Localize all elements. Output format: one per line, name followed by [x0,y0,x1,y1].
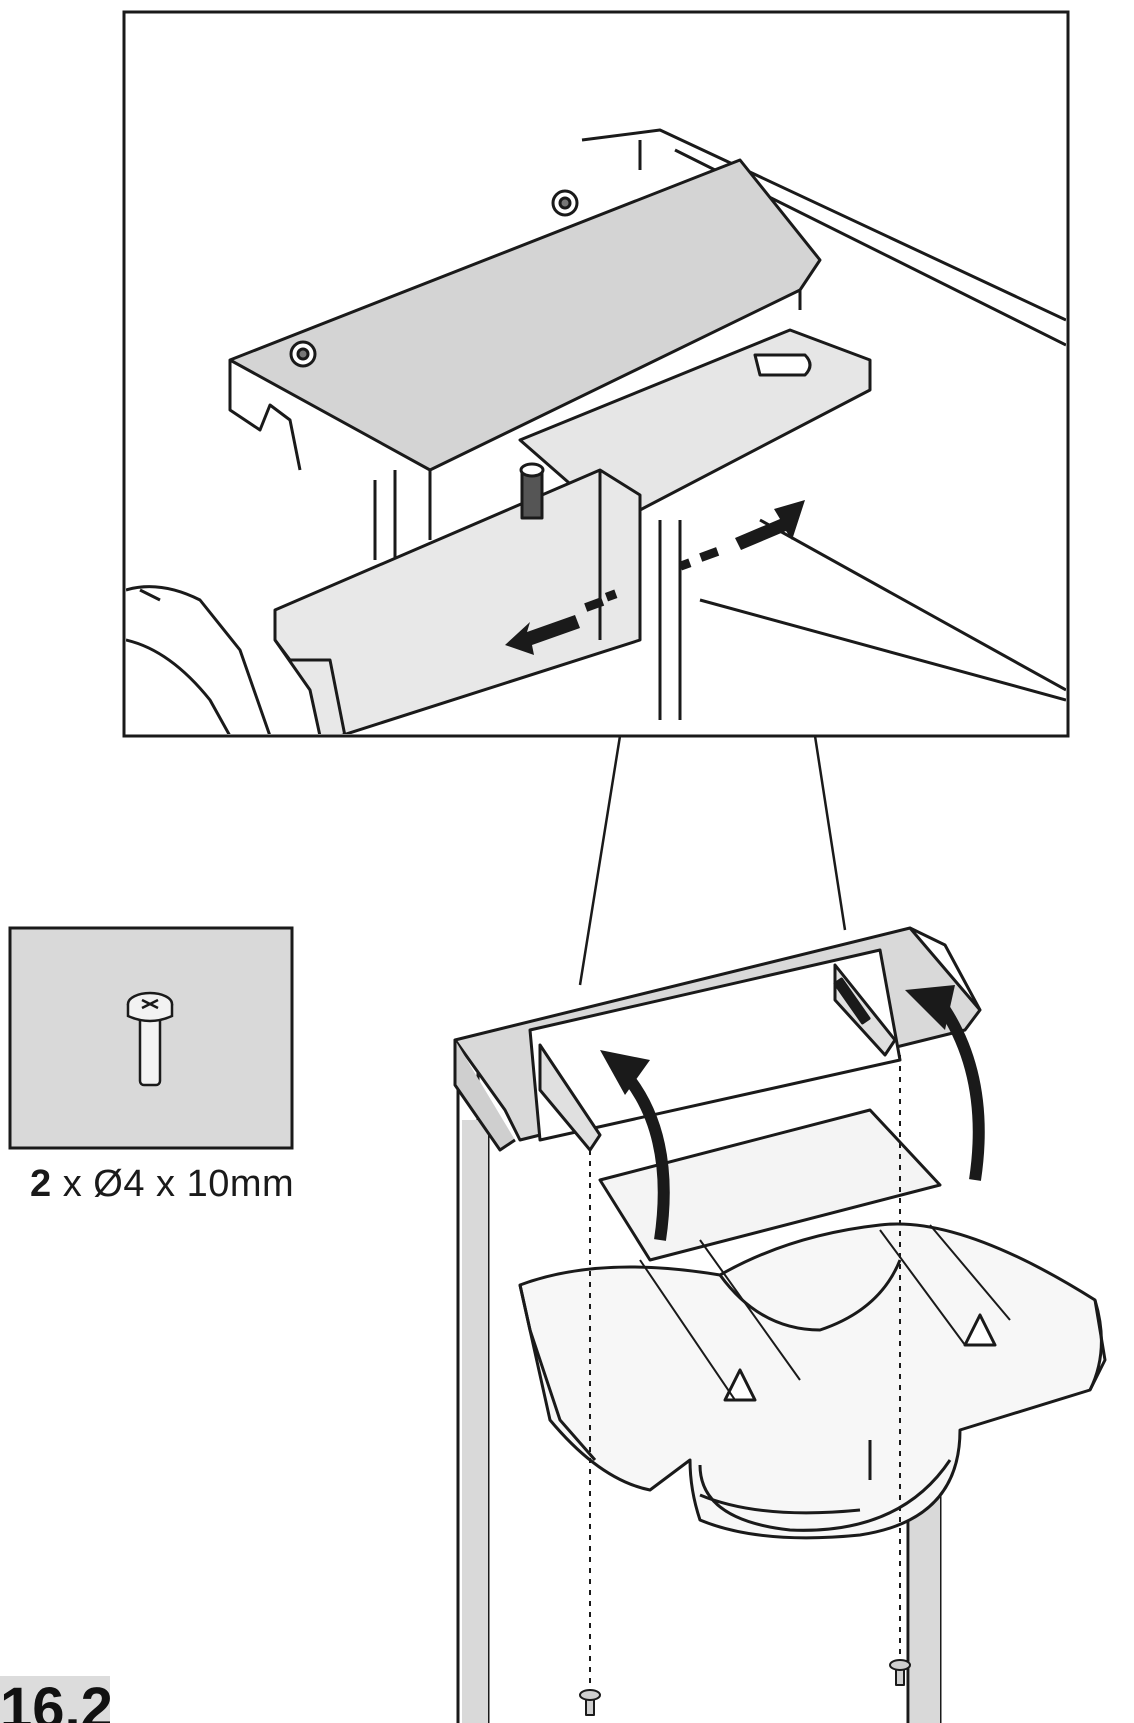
curved-arrow-icon [939,1006,985,1181]
screw-icon [579,1659,911,1716]
slide-arrows [505,500,805,655]
main-assembly [453,926,1107,1723]
bracket-plate [228,158,822,472]
step-number-box: 16.2 [0,1676,110,1723]
curved-arrow-icon [625,1076,670,1241]
double-arrow-icon [505,615,580,655]
screw-quantity: 2 [30,1163,52,1205]
y-duct [518,1222,1103,1540]
screw-icon [126,991,174,1087]
detail-panel [122,10,1070,738]
step-number: 16.2 [0,1676,110,1723]
screw-spec-caption: 2 x Ø4 x 10mm [30,1163,294,1206]
screw-detail-box [8,926,294,1150]
screw-dimensions: x Ø4 x 10mm [62,1163,295,1205]
